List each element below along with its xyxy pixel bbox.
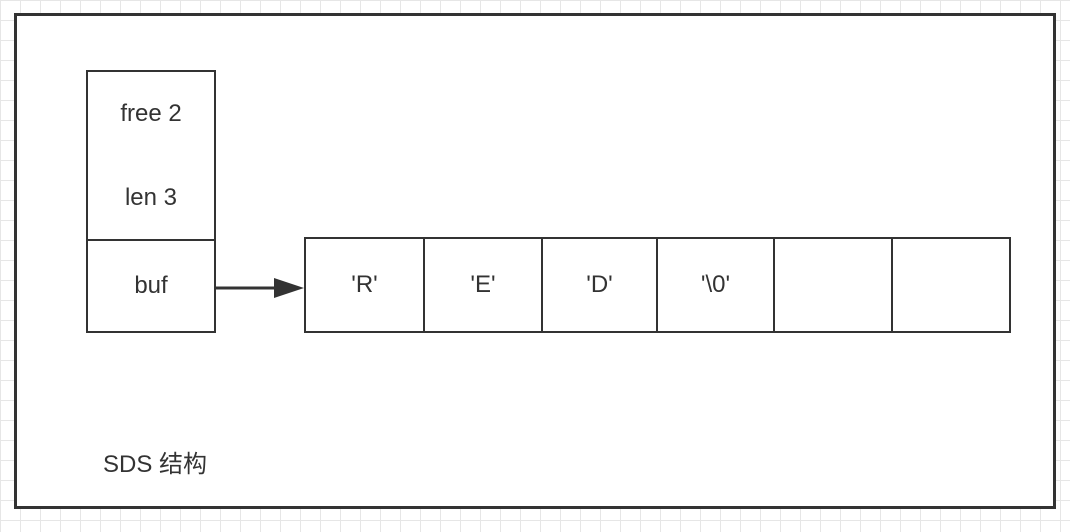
field-buf: buf <box>86 241 216 333</box>
buf-pointer-arrow <box>216 278 304 298</box>
buffer-cell: 'D' <box>541 237 658 333</box>
buffer-cell: 'R' <box>304 237 425 333</box>
buffer-cell <box>891 237 1011 333</box>
buffer-cell-char: 'D' <box>586 271 613 298</box>
field-free: free 2 <box>86 70 216 158</box>
buffer-cell-char: 'R' <box>351 271 378 298</box>
field-len: len 3 <box>86 156 216 241</box>
buffer-cell: '\0' <box>656 237 775 333</box>
diagram-caption: SDS 结构 <box>103 451 208 478</box>
field-len-label: len 3 <box>124 183 178 211</box>
field-free-label: free 2 <box>120 100 182 127</box>
buffer-cell-char: '\0' <box>700 271 731 298</box>
buffer-cell-char: 'E' <box>470 271 496 298</box>
buffer-cell <box>773 237 893 333</box>
buffer-cell: 'E' <box>423 237 543 333</box>
field-buf-label: buf <box>134 272 168 299</box>
